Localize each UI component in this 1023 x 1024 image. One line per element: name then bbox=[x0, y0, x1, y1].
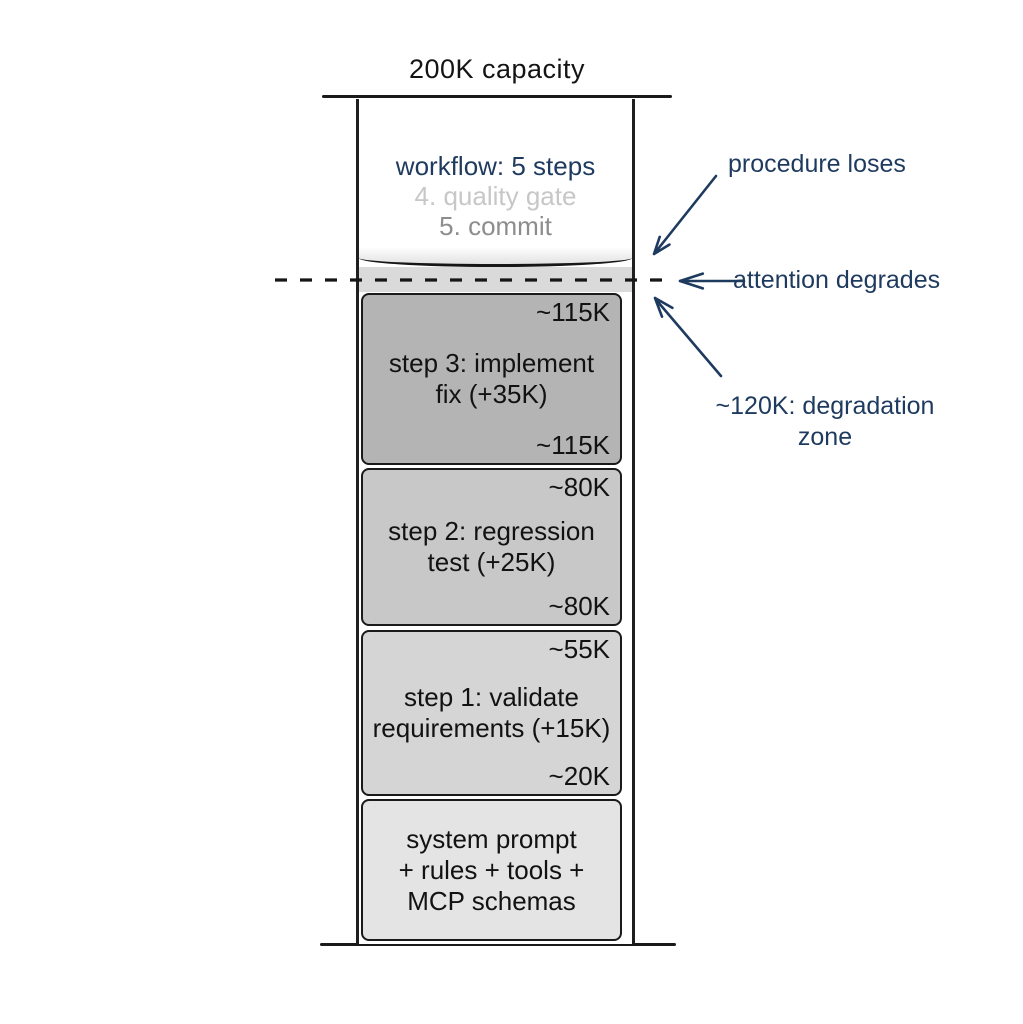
capacity-title: 200K capacity bbox=[408, 54, 586, 84]
workflow-header: workflow: 5 steps bbox=[395, 151, 596, 181]
context-fade-band bbox=[359, 247, 632, 267]
step3-label: step 3: implement fix (+35K) bbox=[388, 348, 595, 409]
degradation-zone-annotation: ~120K: degradation zone bbox=[715, 392, 935, 451]
step1-top-marker: ~55K bbox=[548, 634, 610, 664]
system-prompt-label: system prompt + rules + tools + MCP sche… bbox=[398, 823, 585, 916]
step3-top-marker: ~115K bbox=[536, 297, 610, 327]
step1-bottom-marker: ~20K bbox=[548, 761, 610, 791]
degradation-zone-arrow bbox=[653, 296, 723, 378]
procedure-loses-annotation: procedure loses bbox=[728, 150, 906, 178]
step2-top-marker: ~80K bbox=[548, 472, 610, 502]
step2-bottom-marker: ~80K bbox=[548, 591, 610, 621]
context-column: workflow: 5 steps 4. quality gate 5. com… bbox=[356, 99, 635, 944]
step3-bottom-marker: ~115K bbox=[536, 430, 610, 460]
block-system-prompt: system prompt + rules + tools + MCP sche… bbox=[361, 799, 622, 941]
workflow-item-quality-gate: 4. quality gate bbox=[414, 181, 577, 211]
attention-degrades-annotation: attention degrades bbox=[733, 266, 941, 294]
block-step3: ~115K step 3: implement fix (+35K) ~115K bbox=[361, 293, 622, 465]
block-step1: ~55K step 1: validate requirements (+15K… bbox=[361, 630, 622, 796]
capacity-top-line bbox=[322, 95, 672, 98]
step1-label: step 1: validate requirements (+15K) bbox=[372, 682, 611, 743]
procedure-loses-arrow bbox=[652, 174, 718, 256]
attention-threshold-band bbox=[359, 267, 632, 292]
step2-label: step 2: regression test (+25K) bbox=[388, 516, 595, 577]
workflow-section: workflow: 5 steps 4. quality gate 5. com… bbox=[359, 151, 632, 241]
column-base-line bbox=[320, 943, 676, 946]
block-step2: ~80K step 2: regression test (+25K) ~80K bbox=[361, 468, 622, 626]
workflow-item-commit: 5. commit bbox=[439, 211, 552, 241]
